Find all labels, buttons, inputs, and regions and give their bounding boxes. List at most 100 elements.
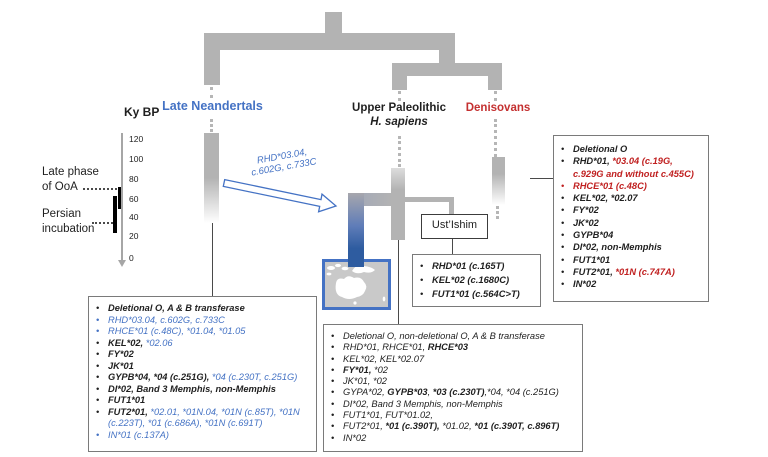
- tasmania-shape: [353, 301, 357, 305]
- bullet-icon: •: [331, 398, 335, 409]
- allele-text: JK*02: [573, 217, 599, 228]
- bullet-icon: •: [96, 372, 100, 382]
- list-item: •FUT1*01: [558, 254, 702, 266]
- island-icon: [326, 272, 332, 276]
- bullet-icon: •: [420, 274, 424, 285]
- bullet-icon: •: [331, 331, 335, 341]
- denisovan-box-connector: [530, 178, 553, 179]
- bullet-icon: •: [331, 353, 335, 364]
- list-item: • RHD*01 (c.165T): [417, 259, 536, 273]
- allele-text: RHCE*01 (c.48C), *01.04, *01.05: [108, 326, 246, 336]
- allele-text: FUT2*01,: [108, 406, 151, 417]
- sapiens-box-connector: [398, 240, 399, 324]
- allele-text: RHD*01 (c.165T): [432, 260, 505, 271]
- ustishim-branch-vertical: [449, 197, 454, 215]
- denisovan-lineage-bar: [492, 157, 505, 205]
- tree-denisovan-stub: [488, 76, 502, 90]
- late-phase-line1: Late phase: [42, 166, 99, 178]
- allele-text: *04 (c.230T, c.251G): [211, 372, 298, 382]
- sapiens-lineage-bar: [391, 168, 405, 240]
- introgression-arrow-label: RHD*03.04, c.602G, c.733C: [232, 142, 334, 181]
- label-upper-paleolithic: Upper Paleolithic: [352, 102, 446, 114]
- tree-neandertal-stub: [204, 50, 220, 85]
- list-item: • Deletional O, A & B transferase: [93, 303, 310, 315]
- list-item: •FUT2*01, *01 (c.390T), *01.02, *01 (c.3…: [328, 421, 576, 432]
- tick-80: 80: [129, 174, 139, 184]
- tree-main-horizontal-branch: [204, 33, 455, 50]
- persian-incubation-label: Persian incubation: [42, 207, 94, 237]
- list-item: •IN*02: [328, 433, 576, 444]
- tick-60: 60: [129, 194, 139, 204]
- label-late-neandertals: Late Neandertals: [162, 99, 263, 113]
- ustishim-list-connector: [452, 237, 453, 254]
- bullet-icon: •: [561, 266, 565, 277]
- bullet-icon: •: [420, 288, 424, 299]
- allele-text: RHD*03.04, c.602G, c.733C: [108, 314, 225, 325]
- tree-sapiens-stub: [392, 76, 407, 90]
- bullet-icon: •: [96, 406, 100, 417]
- bullet-icon: •: [561, 180, 565, 191]
- tick-0: 0: [129, 253, 134, 263]
- australia-shape: [335, 276, 367, 299]
- bullet-icon: •: [561, 156, 565, 167]
- allele-text: DI*02, Band 3 Memphis, non-Memphis: [343, 398, 503, 409]
- bullet-icon: •: [331, 342, 335, 353]
- allele-text: Deletional O, non-deletional O, A & B tr…: [343, 331, 545, 341]
- bullet-icon: •: [561, 144, 565, 154]
- allele-text: Deletional O: [573, 144, 628, 154]
- timeline-axis-label: Ky BP: [124, 105, 160, 119]
- allele-text: KEL*02, KEL*02.07: [343, 353, 425, 364]
- label-h-sapiens: H. sapiens: [370, 116, 428, 128]
- bullet-icon: •: [331, 410, 335, 421]
- list-item: • Deletional O, non-deletional O, A & B t…: [328, 331, 576, 342]
- ustishim-branch-horizontal: [402, 197, 454, 202]
- allele-text: FUT1*01, FUT*01.02,: [343, 410, 433, 421]
- list-item: •DI*02, non-Memphis: [558, 241, 702, 253]
- tick-120: 120: [129, 134, 144, 144]
- late-phase-label: Late phase of OoA: [42, 165, 99, 195]
- list-item: • FY*02: [558, 204, 702, 216]
- allele-text: KEL*02 (c.1680C): [432, 274, 510, 285]
- sapiens-dotted-link-upper: [398, 91, 401, 101]
- list-item: •FY*01, *02: [328, 365, 576, 376]
- allele-text: JK*01: [108, 360, 134, 371]
- allele-text: RHCE*01 (c.48C): [573, 180, 647, 191]
- allele-text: GYPA*02,: [343, 387, 388, 398]
- allele-text: RHD*01, RHCE*01,: [343, 342, 428, 353]
- bullet-icon: •: [420, 260, 424, 271]
- bullet-icon: •: [561, 205, 565, 216]
- allele-text: *01.02,: [439, 421, 475, 432]
- late-phase-bar: [118, 187, 121, 209]
- list-item: •IN*02: [558, 278, 702, 290]
- bullet-icon: •: [331, 432, 335, 443]
- bullet-icon: •: [96, 314, 100, 325]
- bullet-icon: •: [96, 303, 100, 313]
- allele-text: FY*02: [573, 205, 599, 216]
- tree-right-connector: [439, 50, 455, 64]
- sapiens-allele-box: • Deletional O, non-deletional O, A & B t…: [323, 324, 583, 452]
- neandertal-lineage-bar: [204, 133, 219, 223]
- allele-text: *01N (c.747A): [615, 266, 675, 277]
- allele-text: JK*01, *02: [343, 376, 387, 387]
- tick-20: 20: [129, 231, 139, 241]
- allele-text: *02.01, *01N.04, *01N (c.85T), *01N (c.2…: [108, 406, 300, 429]
- list-item: •DI*02, Band 3 Memphis, non-Memphis: [93, 384, 310, 396]
- allele-text: IN*02: [573, 279, 597, 290]
- allele-text: Deletional O, A & B transferase: [108, 303, 245, 313]
- allele-text: DI*02, Band 3 Memphis, non-Memphis: [108, 383, 276, 394]
- bullet-icon: •: [96, 395, 100, 405]
- tick-40: 40: [129, 212, 139, 222]
- timeline-axis-line: [121, 133, 123, 261]
- list-item: •GYPB*04: [558, 229, 702, 241]
- list-item: •FY*02: [93, 349, 310, 361]
- sapiens-dotted-link-lower: [398, 136, 401, 167]
- ustishim-allele-box: •RHD*01 (c.165T)•KEL*02 (c.1680C)•FUT1*0…: [412, 254, 541, 307]
- bullet-icon: •: [96, 429, 100, 440]
- late-phase-line2: of OoA: [42, 181, 78, 193]
- list-item: •KEL*02, *02.06: [93, 338, 310, 350]
- list-item: •RHCE*01 (c.48C), *01.04, *01.05: [93, 326, 310, 338]
- neandertal-dotted-link-upper: [210, 87, 213, 98]
- list-item: • DI*02, Band 3 Memphis, non-Memphis: [328, 399, 576, 410]
- bullet-icon: •: [331, 421, 335, 432]
